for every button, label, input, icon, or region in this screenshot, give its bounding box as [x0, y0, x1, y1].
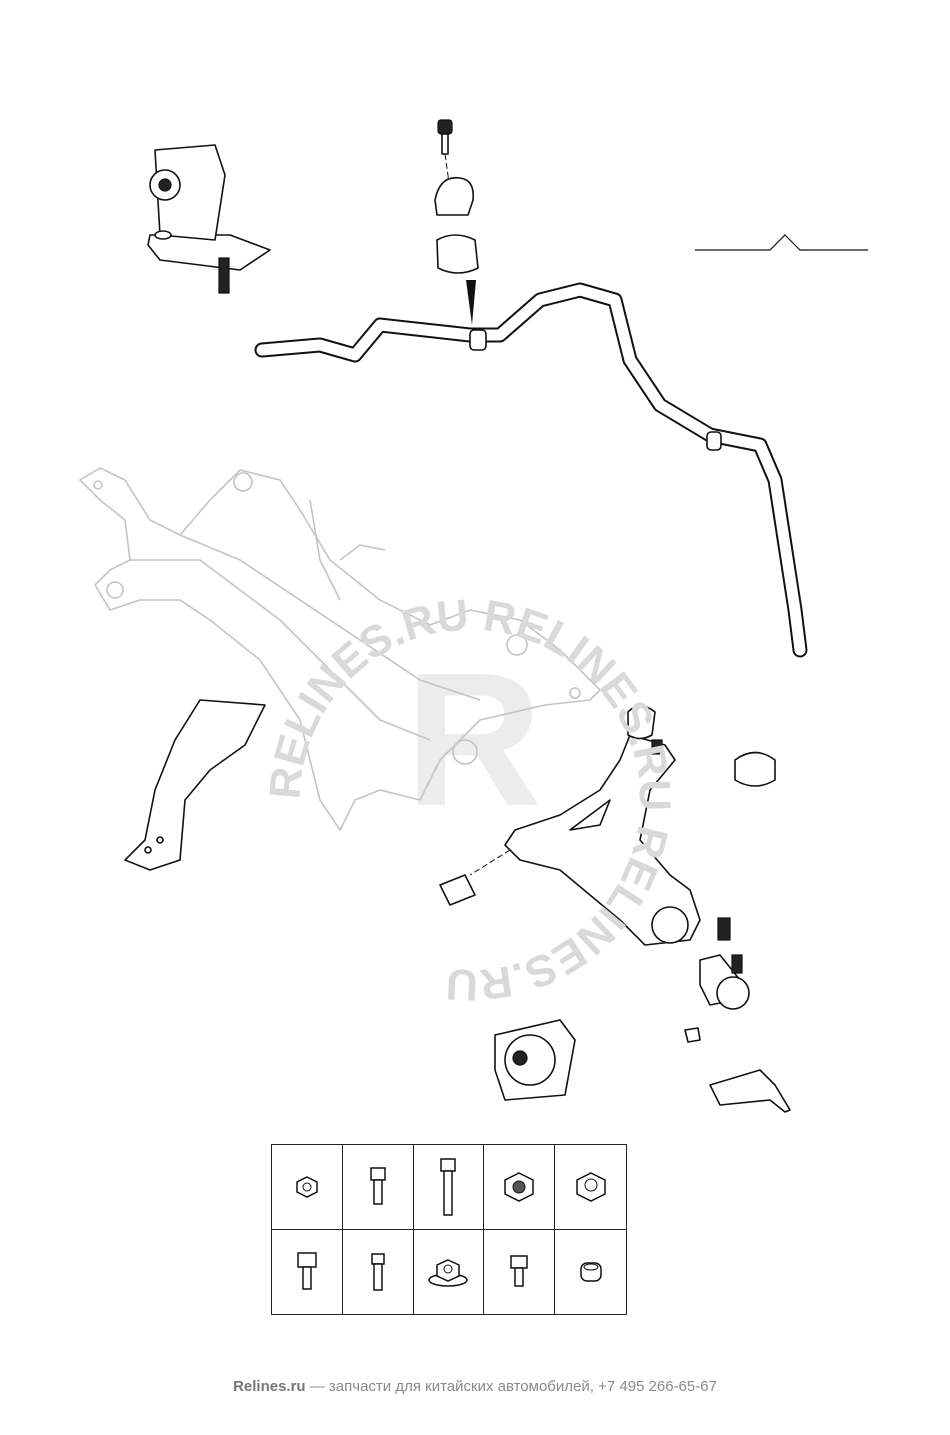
- footer-tagline: — запчасти для китайских автомобилей, +7…: [309, 1378, 717, 1395]
- fastener-cell: [272, 1145, 343, 1230]
- wide-nut-icon: [428, 1258, 469, 1287]
- stabilizer-bar: [254, 282, 808, 658]
- small-bolt-icon: [510, 1255, 529, 1287]
- hex-nut-icon: [575, 1171, 606, 1202]
- flange-nut-icon: [296, 1175, 318, 1198]
- front-subframe: [79, 467, 601, 831]
- fastener-cell: [343, 1229, 414, 1314]
- bolt-icon: [369, 1167, 386, 1205]
- leader-line: [695, 234, 868, 251]
- engine-mount: [147, 144, 271, 294]
- long-bolt-icon: [440, 1158, 457, 1216]
- footer: Relines.ru — запчасти для китайских авто…: [0, 1378, 950, 1395]
- reinforcement-bracket: [124, 699, 266, 871]
- lower-control-arm: [439, 705, 701, 946]
- flange-bolt-icon: [297, 1252, 317, 1290]
- sleeve-nut-icon: [579, 1262, 602, 1282]
- stabilizer-clamp-set: [434, 119, 479, 325]
- stud-bolt-icon: [370, 1253, 385, 1291]
- fastener-cell: [555, 1230, 626, 1315]
- fastener-cell: [484, 1145, 556, 1230]
- fastener-grid: [271, 1144, 627, 1315]
- ball-joint-set: [684, 751, 791, 1113]
- fastener-cell: [342, 1145, 414, 1230]
- fastener-cell: [555, 1145, 626, 1230]
- large-nut-icon: [504, 1171, 535, 1202]
- footer-brand-link[interactable]: Relines.ru: [233, 1378, 306, 1395]
- watermark-logo: R: [405, 634, 542, 846]
- fastener-cell: [272, 1229, 343, 1314]
- fastener-cell: [484, 1229, 556, 1314]
- fastener-cell: [414, 1229, 485, 1314]
- rear-mount: [494, 1019, 576, 1101]
- fastener-cell: [413, 1145, 485, 1230]
